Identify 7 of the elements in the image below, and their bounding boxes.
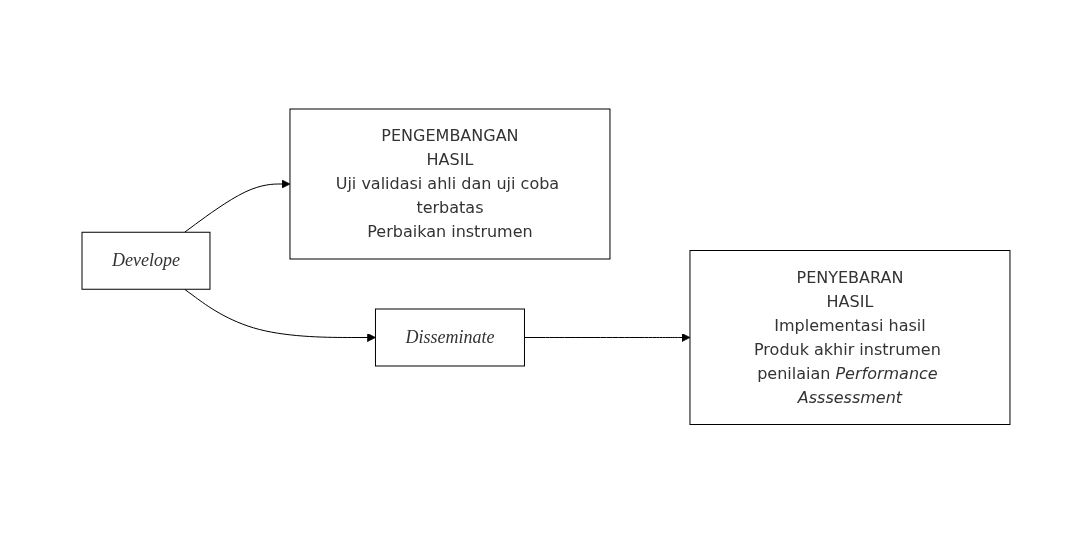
- node-box: PENGEMBANGAN HASIL Uji validasi ahli dan uji coba terbatas Perbaikan instrumen: [289, 108, 611, 260]
- arrow: [184, 179, 291, 233]
- arrow: [524, 333, 691, 343]
- node-box: Develope: [81, 232, 211, 290]
- node-box: Disseminate: [375, 308, 525, 367]
- node-box: PENYEBARAN HASIL Implementasi hasil Produk akhir instrumen penilaian Performance Asssessment: [689, 250, 1011, 426]
- arrow: [184, 289, 376, 343]
